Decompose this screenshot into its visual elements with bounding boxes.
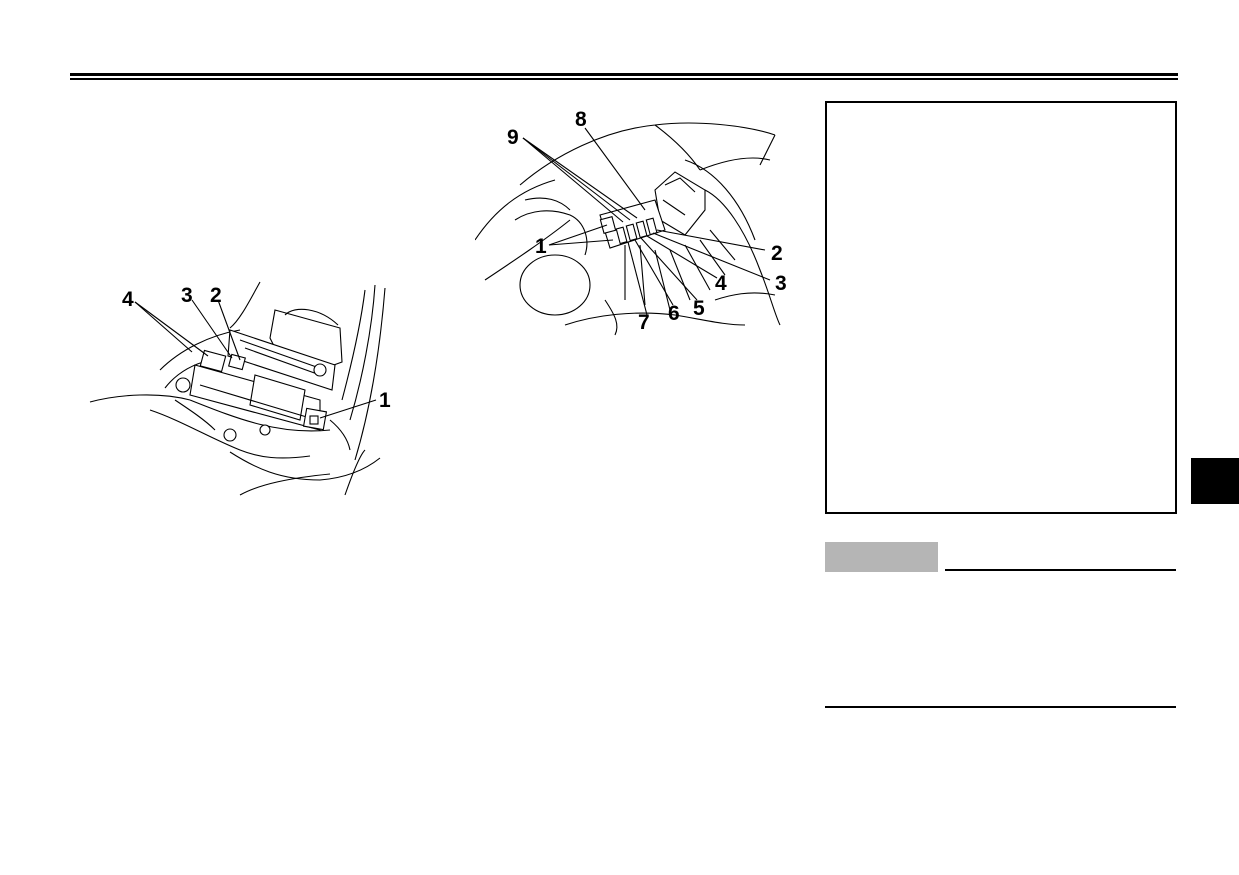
left-callout-2: 2 <box>210 284 222 307</box>
right-callout-8: 8 <box>575 108 587 131</box>
right-callout-6: 6 <box>668 302 680 325</box>
right-callout-9: 9 <box>507 126 519 149</box>
right-callout-5: 5 <box>693 297 705 320</box>
chapter-index-tab <box>1191 458 1239 504</box>
right-callout-2: 2 <box>771 242 783 265</box>
left-figure-illustration: 4 3 2 1 <box>89 281 391 496</box>
left-callout-1: 1 <box>379 389 391 412</box>
header-rule-thin <box>70 78 1178 80</box>
section-label-tab <box>825 542 938 572</box>
section-heading-rule <box>945 569 1176 571</box>
right-figure-illustration: 9 8 1 2 3 4 5 6 7 <box>475 108 787 336</box>
header-rule-thick <box>70 73 1178 76</box>
note-box <box>825 101 1177 514</box>
right-callout-4: 4 <box>715 272 727 295</box>
right-callout-1: 1 <box>535 235 547 258</box>
right-callout-3: 3 <box>775 272 787 295</box>
left-callout-4: 4 <box>122 288 134 311</box>
left-callout-3: 3 <box>181 284 193 307</box>
right-callout-7: 7 <box>638 311 650 334</box>
section-end-rule <box>825 706 1176 708</box>
